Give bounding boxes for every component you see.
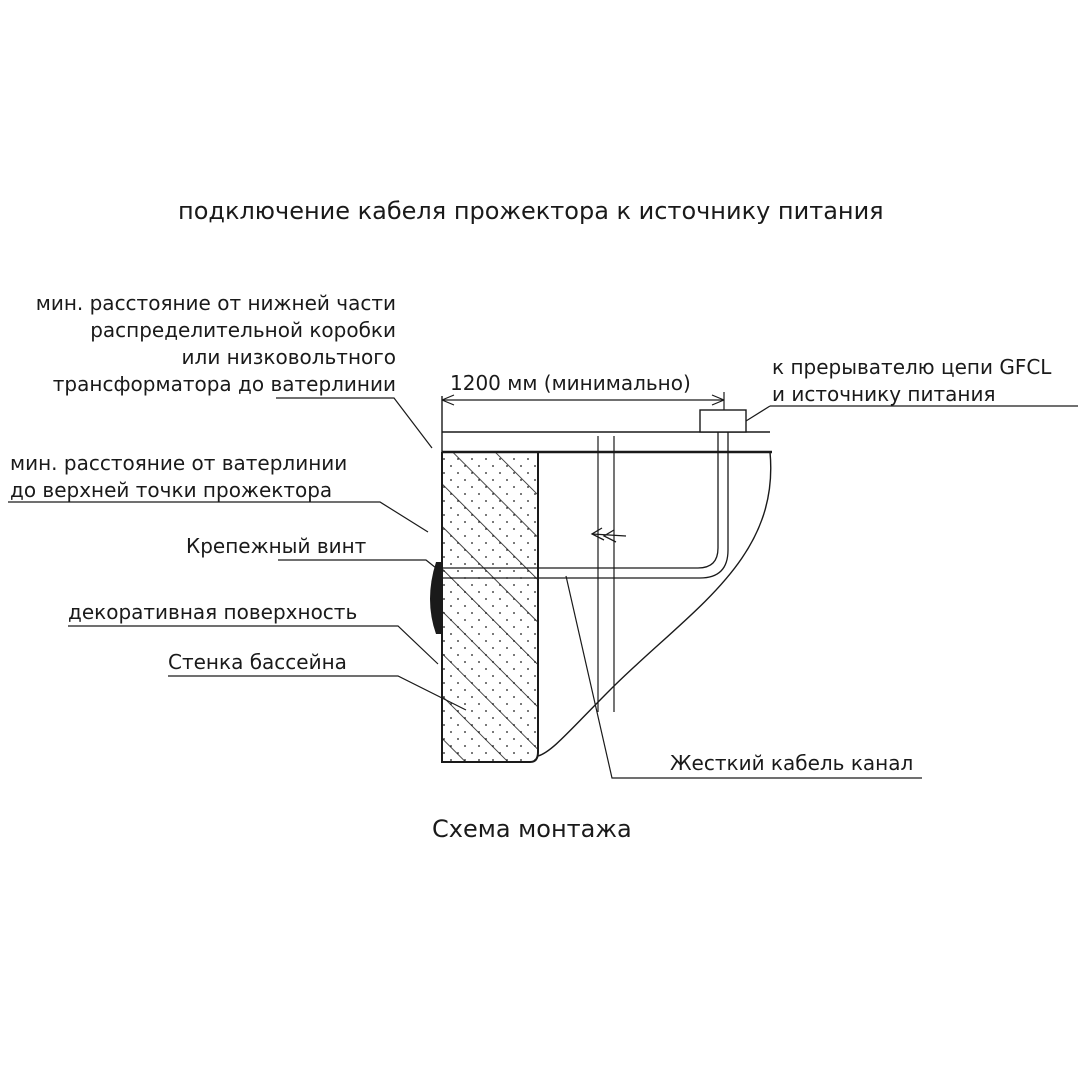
rigid-conduit [442,432,729,579]
label-min-distance-box-2: распределительной коробки [90,318,396,342]
label-gfcl-2: и источнику питания [772,382,996,406]
pool-wall [441,452,539,763]
label-dimension: 1200 мм (минимально) [450,371,691,395]
label-min-distance-box-1: мин. расстояние от нижней части [35,291,396,315]
label-min-distance-top-2: до верхней точки прожектора [10,478,333,502]
junction-box [699,409,747,433]
leader-lines [8,397,1078,779]
label-conduit: Жесткий кабель канал [670,751,914,775]
flow-arrows [590,527,627,543]
label-min-distance-box-3: или низковольтного [181,345,396,369]
diagram-caption: Схема монтажа [432,815,632,843]
reference-lines [597,436,615,712]
label-decor-surface: декоративная поверхность [68,600,358,624]
light-fixture [430,562,442,634]
label-min-distance-top-1: мин. расстояние от ватерлинии [10,451,348,475]
label-pool-wall: Стенка бассейна [168,650,347,674]
diagram-title: подключение кабеля прожектора к источник… [178,197,884,225]
water-curve [537,451,772,757]
label-min-distance-box-4: трансформатора до ватерлинии [52,372,396,396]
label-gfcl-1: к прерывателю цепи GFCL [772,355,1052,379]
dimension-line [441,392,725,410]
label-screw: Крепежный винт [186,534,367,558]
